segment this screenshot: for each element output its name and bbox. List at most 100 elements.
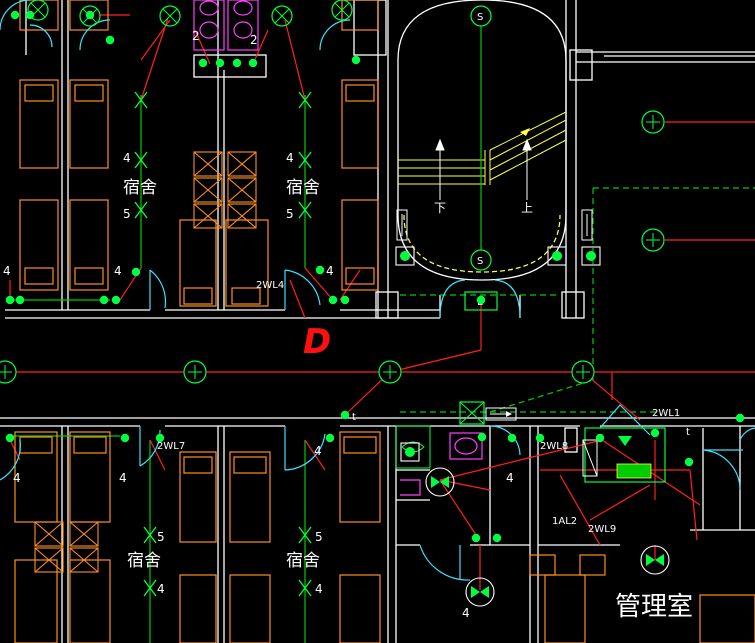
distribution-box — [459, 401, 485, 425]
pillow — [24, 267, 54, 285]
sub-panel-cross — [582, 439, 598, 477]
tube-light-icon — [298, 526, 312, 544]
furniture-group — [14, 0, 755, 643]
socket-dot — [105, 35, 115, 45]
bed — [69, 0, 109, 31]
socket-dot — [595, 433, 605, 443]
socket-dot — [535, 433, 545, 443]
fixture-count-label: 4 — [462, 606, 470, 620]
socket-dot — [5, 295, 15, 305]
fixture-ring — [79, 5, 101, 27]
fixture-ring — [331, 0, 353, 21]
fixture-count-label: 4 — [286, 151, 294, 165]
bed — [69, 79, 109, 169]
fixture-count-label: 4 — [506, 471, 514, 485]
wardrobe-box — [193, 203, 223, 229]
sensor-ring — [470, 5, 492, 27]
fixture-count-label: 2 — [250, 33, 258, 47]
door-swing — [29, 24, 53, 48]
room-label-dorm: 宿舍 — [286, 551, 320, 571]
tube-stroke — [298, 579, 312, 597]
bed — [69, 199, 109, 291]
tube-stroke — [143, 579, 157, 597]
wardrobe-cross — [227, 151, 257, 177]
tube-stroke — [134, 91, 148, 109]
wire — [519, 439, 603, 461]
fan-ring — [425, 467, 455, 497]
fixture-count-label: 4 — [119, 471, 127, 485]
ceiling-light-icon — [641, 110, 665, 134]
fixture-count-label: 5 — [286, 207, 294, 221]
wardrobe — [193, 151, 223, 177]
fixture-count-label: 4 — [314, 444, 322, 458]
washbasin-bowl — [454, 437, 478, 455]
wire — [339, 269, 361, 301]
wire — [194, 29, 211, 65]
socket-dot — [215, 58, 225, 68]
exit-sign-box — [464, 291, 498, 311]
fixture-count-label: 4 — [315, 582, 323, 596]
socket-dot — [351, 55, 361, 65]
socket-dot — [15, 295, 25, 305]
tube-stroke — [298, 91, 312, 109]
wall-box — [581, 246, 601, 266]
bed — [179, 451, 217, 543]
fixtures-group: SS — [0, 0, 745, 607]
wardrobe — [34, 547, 64, 573]
tube-light-icon — [143, 526, 157, 544]
room-label-dorm: 宿舍 — [127, 551, 161, 571]
wire — [284, 19, 306, 101]
wardrobe-cross — [34, 521, 64, 547]
fixture-cross — [334, 2, 350, 18]
fan-indicator-icon — [618, 436, 632, 446]
circuit-label: 2WL4 — [256, 280, 284, 291]
electrical-panel-box — [584, 427, 666, 483]
fixture-count-label: 5 — [123, 207, 131, 221]
wardrobe-cross — [193, 151, 223, 177]
fixture-count-label: 5 — [315, 530, 323, 544]
socket-dot — [198, 58, 208, 68]
wall-box-dot — [400, 251, 410, 261]
pillow — [74, 84, 104, 102]
wardrobe — [34, 521, 64, 547]
wardrobe-cross — [193, 203, 223, 229]
shaft — [353, 0, 387, 56]
ceiling-light-icon — [641, 228, 665, 252]
bed — [69, 559, 111, 643]
switch-label: t — [352, 412, 356, 423]
dashed-conduit — [489, 379, 594, 413]
tube-stroke — [298, 201, 312, 219]
light-fixture-icon — [331, 0, 353, 21]
fixture-cross — [162, 8, 178, 24]
wardrobe — [69, 521, 99, 547]
stair-down-label: 下 — [434, 201, 446, 215]
fixture-count-label: 4 — [123, 151, 131, 165]
bed — [339, 574, 381, 643]
bed — [341, 199, 379, 291]
exhaust-fan-icon — [465, 577, 495, 607]
bed — [341, 79, 379, 169]
wardrobe-cross — [227, 177, 257, 203]
socket-dot — [99, 295, 109, 305]
socket-dot — [325, 433, 335, 443]
socket-dot — [315, 265, 325, 275]
pillow — [231, 287, 261, 305]
tube-stroke — [143, 526, 157, 544]
light-fixture-icon — [79, 5, 101, 27]
wire — [252, 29, 269, 65]
wardrobe-cross — [193, 177, 223, 203]
box-cross — [459, 401, 485, 425]
wall-box — [400, 442, 420, 462]
wardrobe-box — [69, 521, 99, 547]
fan-ring — [465, 577, 495, 607]
column — [375, 291, 399, 319]
wardrobe — [227, 177, 257, 203]
stair-flight — [489, 119, 567, 161]
wardrobe-box — [227, 177, 257, 203]
wardrobe-group — [34, 151, 257, 573]
ceiling-light-icon — [571, 360, 595, 384]
door-swing — [419, 544, 471, 581]
fixture-cross — [82, 8, 98, 24]
sensor-ring — [470, 249, 492, 271]
